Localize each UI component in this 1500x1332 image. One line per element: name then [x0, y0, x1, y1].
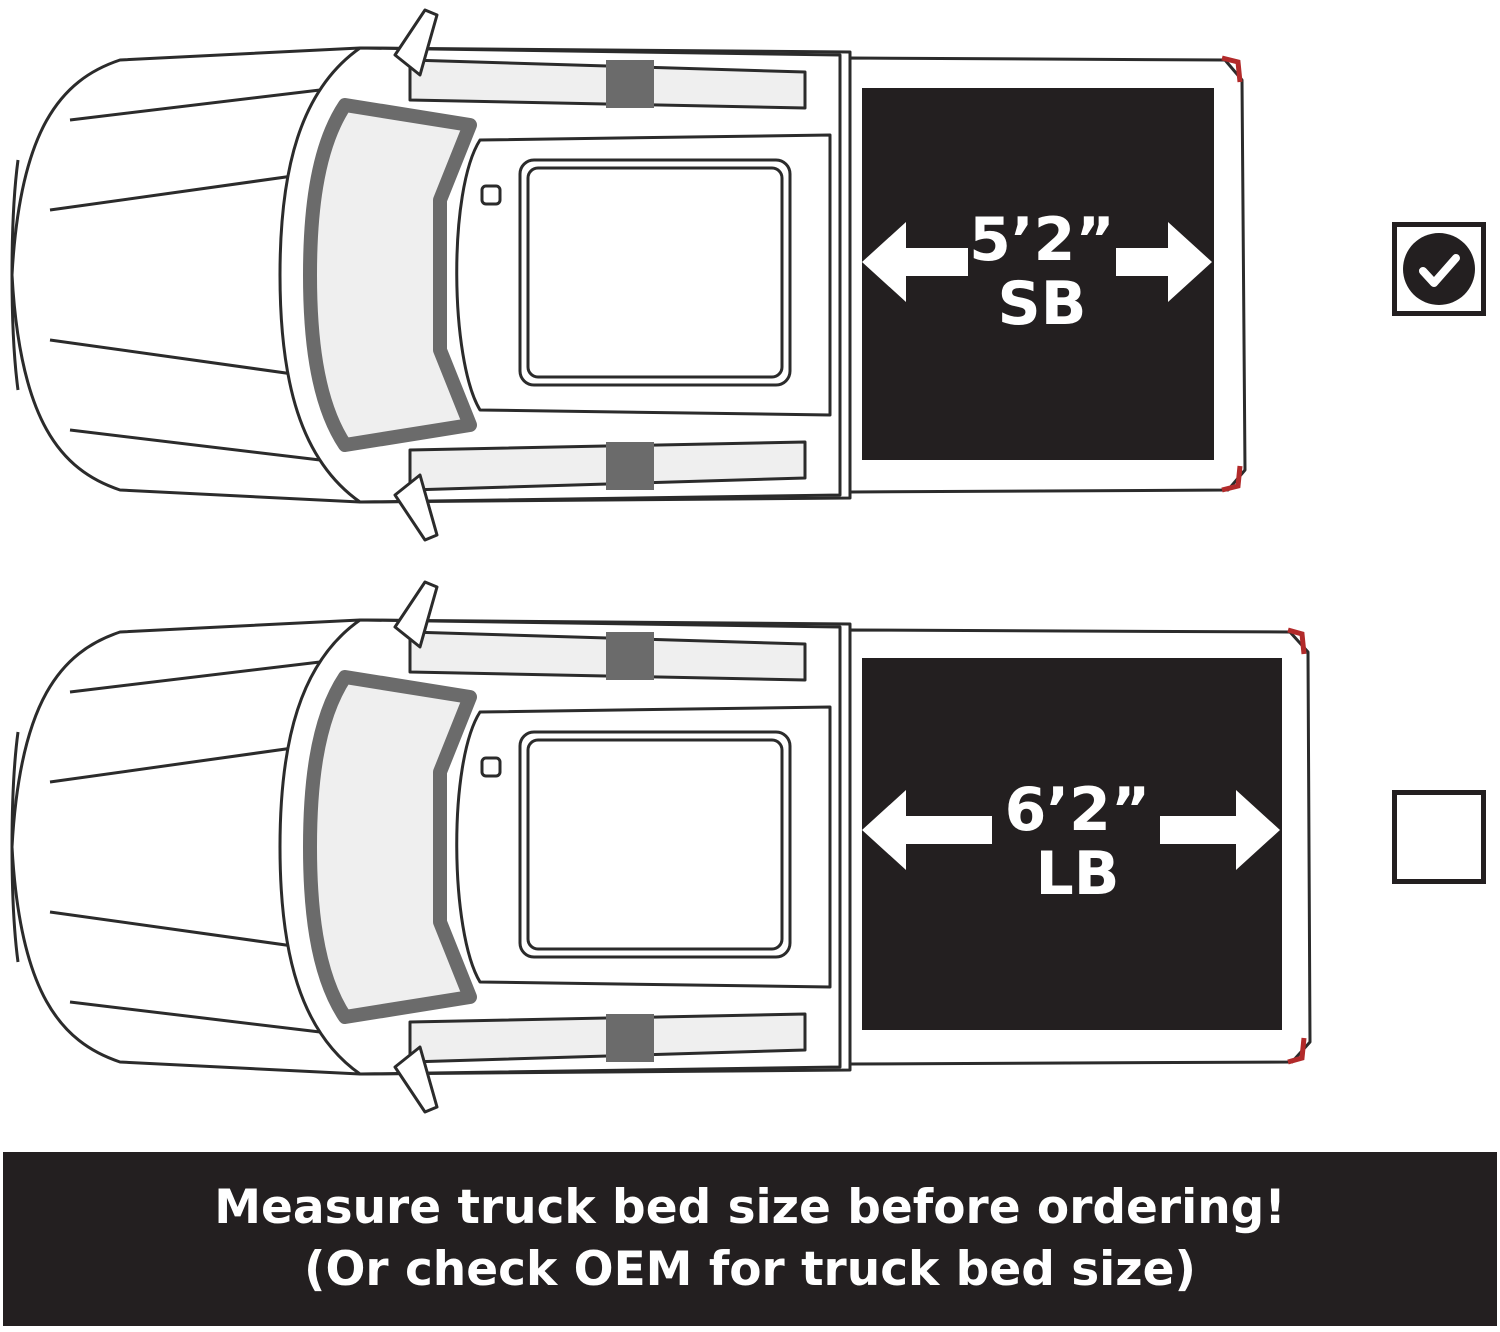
long-bed-checkbox[interactable] [1392, 790, 1486, 884]
footer-line-1: Measure truck bed size before ordering! [214, 1180, 1286, 1235]
truck-top-view-illustration [10, 8, 1247, 542]
bed-length-label: 5’2” SB [962, 210, 1122, 334]
bed-length-label: 6’2” LB [995, 780, 1160, 904]
truck-long-bed: 6’2” LB [0, 572, 1312, 1122]
footer-line-2: (Or check OEM for truck bed size) [303, 1242, 1197, 1297]
double-arrow-icon [862, 790, 1280, 870]
truck-top-view-illustration [10, 580, 1312, 1114]
bed-code: LB [1035, 839, 1120, 909]
double-arrow-icon [862, 222, 1212, 302]
footer-banner: Measure truck bed size before ordering! … [3, 1152, 1497, 1326]
bed-code: SB [997, 269, 1087, 339]
check-circle-icon [1403, 233, 1475, 305]
bed-length: 6’2” [1004, 775, 1151, 845]
truck-short-bed: 5’2” SB [0, 0, 1300, 550]
short-bed-checkbox[interactable] [1392, 222, 1486, 316]
bed-length: 5’2” [969, 205, 1115, 275]
